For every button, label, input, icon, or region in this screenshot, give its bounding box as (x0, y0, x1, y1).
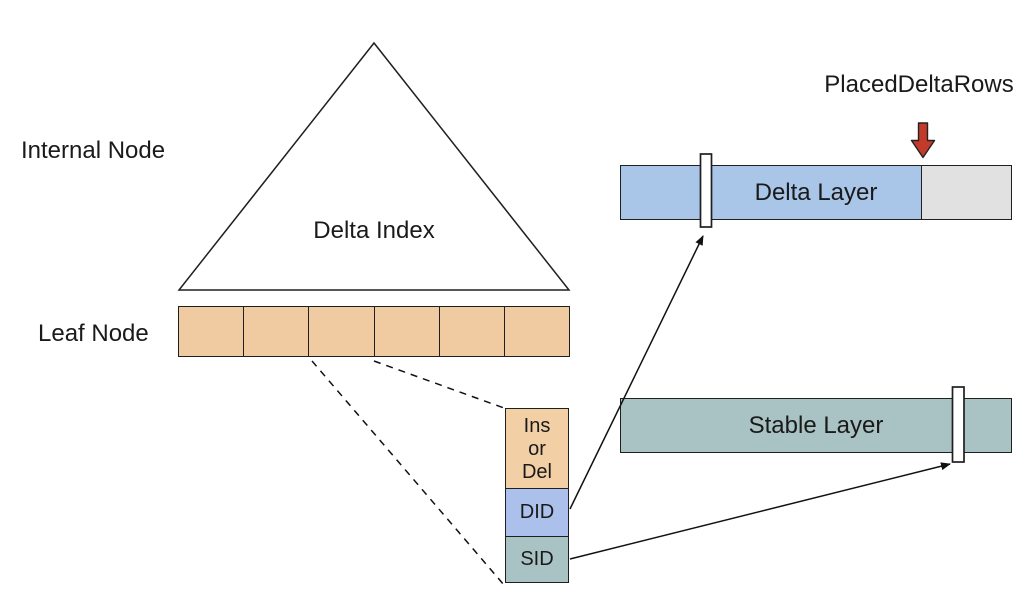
record-cell-ins-or-del: Ins or Del (505, 408, 569, 490)
delta-layer-label: Delta Layer (754, 179, 878, 206)
leaf-cell (244, 307, 310, 356)
delta-layer-bar (620, 165, 1012, 220)
leaf-cell (440, 307, 505, 356)
placed-delta-rows-arrow-icon (910, 122, 936, 159)
delta-layer-free-segment (921, 166, 1011, 219)
delta-index-label: Delta Index (313, 217, 435, 244)
internal-node-label: Internal Node (21, 137, 166, 164)
sid-to-stable-arrow (569, 462, 951, 560)
stable-layer-label: Stable Layer (748, 412, 884, 439)
leaf-cell (375, 307, 440, 356)
zoom-dashed-line-bottom (311, 360, 505, 586)
record-cell-sid: SID (505, 535, 569, 583)
leaf-node-label: Leaf Node (38, 320, 149, 347)
leaf-node-row (178, 306, 570, 357)
internal-node-triangle (177, 41, 571, 291)
record-detail-box: Ins or Del DID SID (505, 408, 569, 583)
record-cell-did: DID (505, 488, 569, 538)
did-to-delta-arrow (569, 235, 704, 510)
leaf-cell (179, 307, 245, 356)
leaf-cell (505, 307, 569, 356)
placed-delta-rows-label: PlacedDeltaRows (824, 71, 1014, 98)
zoom-dashed-line-top (373, 360, 505, 409)
leaf-cell (309, 307, 375, 356)
